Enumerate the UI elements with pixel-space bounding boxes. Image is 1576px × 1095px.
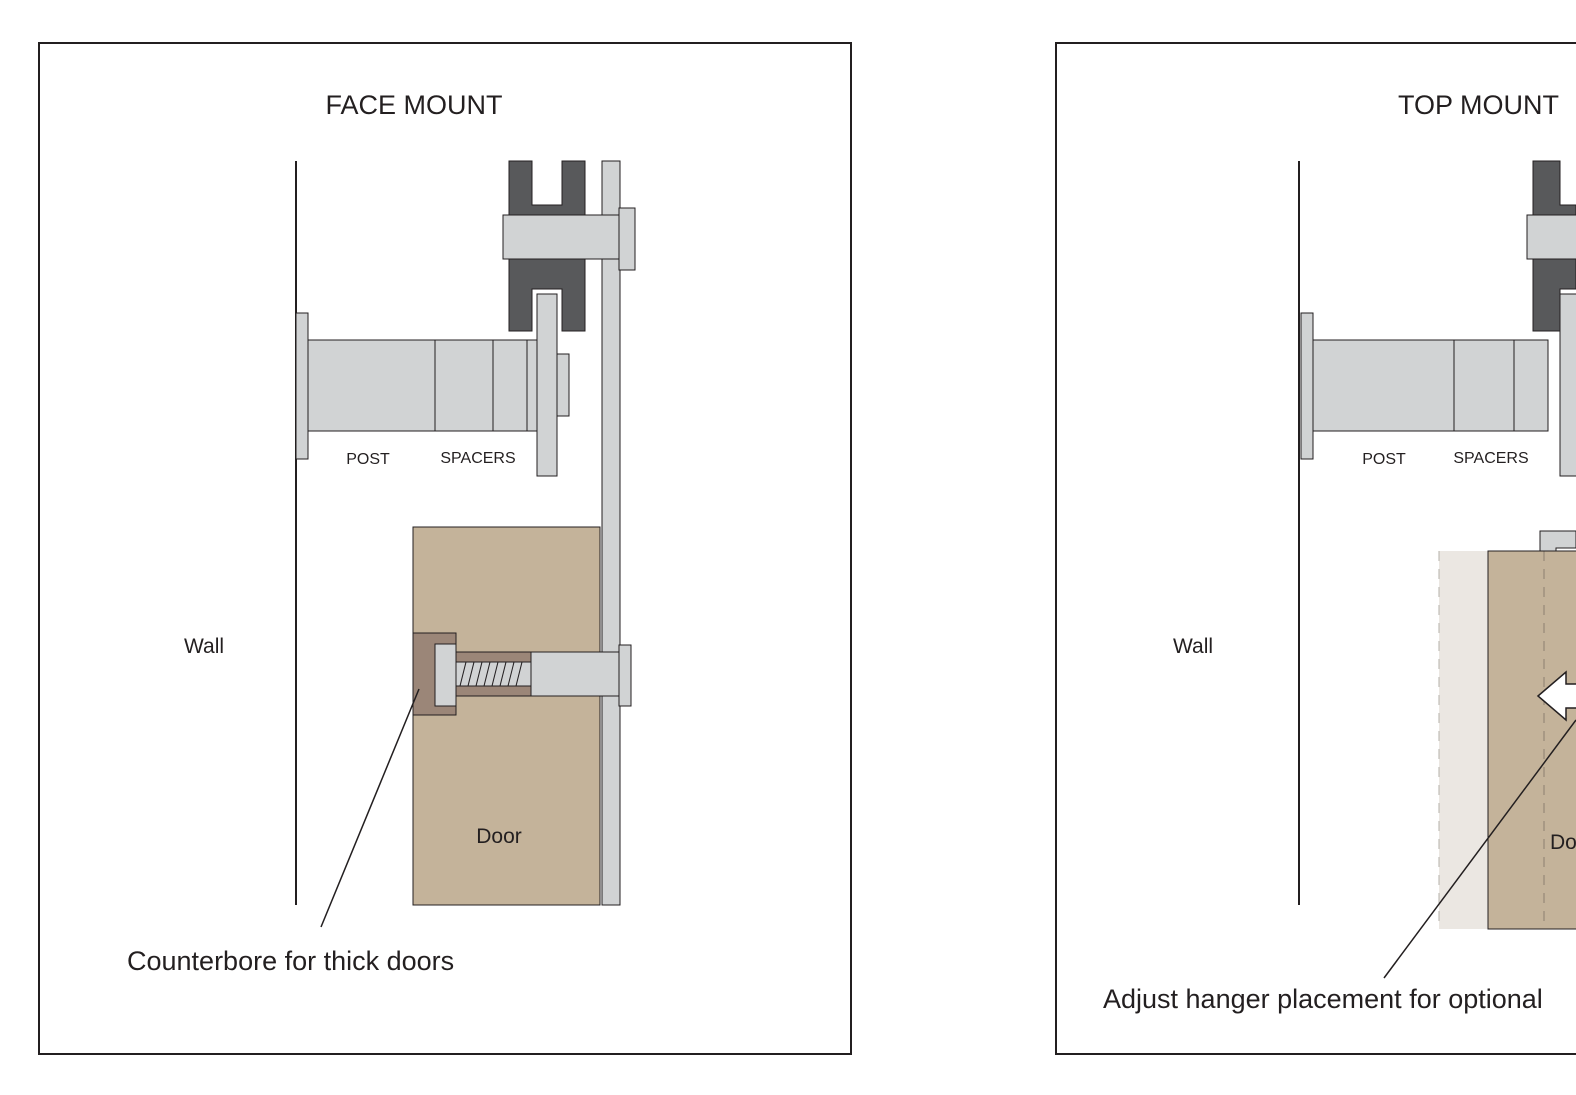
post-wall-flange-2: [1300, 312, 1314, 460]
face-mount-panel: FACE MOUNT Wall POST SPACERS Door: [38, 42, 852, 1055]
post-label-2: POST: [1362, 451, 1406, 468]
bolt-sleeve: [530, 651, 620, 697]
spacers-label-2: SPACERS: [1453, 450, 1528, 467]
door-label-2: Do: [1550, 831, 1576, 854]
callout-leader: [320, 688, 420, 928]
thread-marks: [459, 661, 523, 687]
door-2: [1487, 550, 1576, 930]
adjust-callout: Adjust hanger placement for optional: [1103, 984, 1543, 1014]
spacer-1: [434, 339, 494, 432]
post: [307, 339, 436, 432]
face-mount-title: FACE MOUNT: [325, 90, 502, 120]
top-mount-panel: TOP MOUNT Wall POST SPACERS Do Adjust ha…: [1055, 42, 1576, 1055]
header-fragment: [120, 0, 680, 4]
wall-label-2: Wall: [1173, 635, 1213, 658]
adjust-arrow-icon: [1536, 670, 1576, 722]
top-hanger-bracket: [1539, 530, 1576, 552]
spacer-2-2: [1513, 339, 1549, 432]
post-bolt-head: [556, 353, 570, 417]
post-2: [1312, 339, 1455, 432]
track-bolt-bar: [502, 214, 620, 260]
bolt-threads: [455, 661, 532, 687]
spacer-2-1: [1453, 339, 1515, 432]
door: [412, 526, 601, 906]
spacers-label: SPACERS: [440, 450, 515, 467]
post-label: POST: [346, 451, 390, 468]
track-bolt-head: [618, 207, 636, 271]
track-bolt-bar-2: [1526, 214, 1576, 260]
top-mount-title: TOP MOUNT: [1398, 90, 1559, 120]
door-ghost: [1439, 551, 1488, 929]
spacer-2: [492, 339, 528, 432]
post-washer-2: [1559, 293, 1576, 477]
callout-leader-2: [1383, 719, 1576, 979]
bolt-head: [434, 643, 457, 707]
door-label: Door: [476, 825, 522, 848]
post-washer: [536, 293, 558, 477]
spacer-3: [526, 339, 538, 432]
wall-label: Wall: [184, 635, 224, 658]
bolt-end-cap: [618, 644, 632, 707]
post-wall-flange: [295, 312, 309, 460]
track-rail: [601, 160, 621, 906]
counterbore-callout: Counterbore for thick doors: [127, 946, 454, 976]
